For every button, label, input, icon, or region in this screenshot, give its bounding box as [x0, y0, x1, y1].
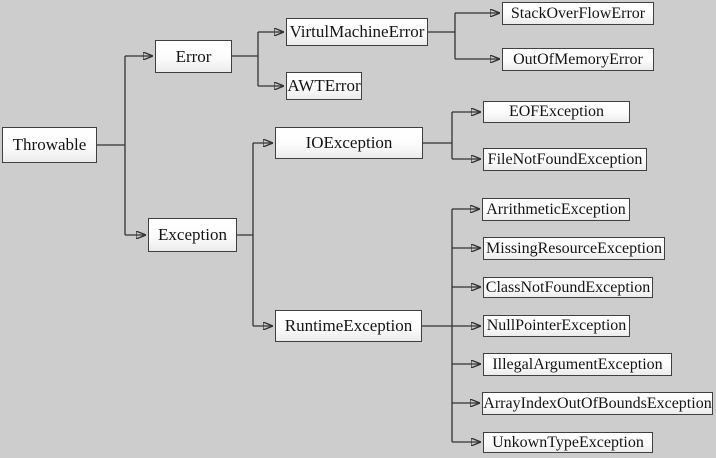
- node-error: Error: [155, 40, 232, 73]
- node-nullpointerexception: NullPointerException: [483, 315, 630, 337]
- node-runtimeexception: RuntimeException: [275, 310, 422, 342]
- node-stackoverflowerror: StackOverFlowError: [502, 2, 654, 25]
- node-missingresourceexception: MissingResourceException: [483, 237, 665, 260]
- node-throwable: Throwable: [2, 127, 97, 163]
- trunk-throwable: [97, 13, 456, 442]
- node-illegalargumentexception: IllegalArgumentException: [483, 353, 672, 376]
- node-awterror: AWTError: [286, 72, 362, 100]
- node-filenotfoundexception: FileNotFoundException: [483, 148, 647, 171]
- node-unkowntypeexception: UnkownTypeException: [483, 432, 653, 453]
- node-arrithmeticexception: ArrithmeticException: [482, 198, 630, 221]
- node-virtulmachineerror: VirtulMachineError: [286, 18, 428, 46]
- node-outofmemoryerror: OutOfMemoryError: [502, 48, 654, 71]
- node-eofexception: EOFException: [483, 101, 630, 123]
- node-classnotfoundexception: ClassNotFoundException: [483, 277, 653, 298]
- node-ioexception: IOException: [275, 127, 423, 159]
- node-arrayindexoutofboundsexception: ArrayIndexOutOfBoundsException: [482, 392, 713, 415]
- node-exception: Exception: [148, 218, 237, 252]
